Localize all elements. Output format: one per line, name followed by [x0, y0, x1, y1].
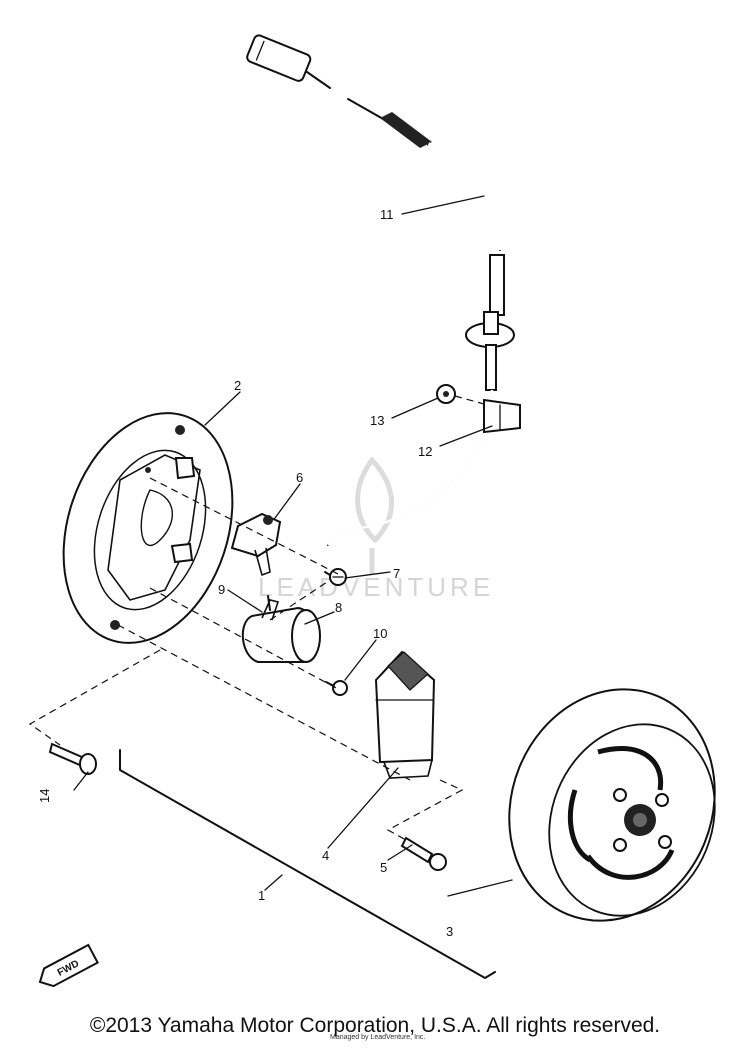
- fwd-arrow-icon: FWD: [38, 943, 100, 988]
- callout-12: 12: [418, 444, 432, 459]
- leader-lines: [73, 195, 513, 897]
- callout-7: 7: [393, 566, 400, 581]
- callout-3: 3: [446, 924, 453, 939]
- part-2-stator-plate: [62, 412, 234, 644]
- callout-1: 1: [258, 888, 265, 903]
- callout-4: 4: [322, 848, 329, 863]
- part-12-clamp: [483, 398, 521, 434]
- callout-2: 2: [234, 378, 241, 393]
- watermark: LEADVENTURE: [258, 456, 494, 602]
- watermark-text: LEADVENTURE: [258, 572, 494, 602]
- part-8-condenser: [241, 599, 321, 663]
- callout-10: 10: [373, 626, 387, 641]
- part-9-lead: [267, 595, 271, 611]
- callout-9: 9: [218, 582, 225, 597]
- callout-14: 14: [37, 789, 52, 803]
- callouts: 11 2 13 12 6 7 9 8 10 14 4 5 1 3: [37, 207, 453, 939]
- callout-11: 11: [380, 207, 394, 222]
- callout-8: 8: [335, 600, 342, 615]
- callout-5: 5: [380, 860, 387, 875]
- part-4-ignition-unit: [374, 650, 436, 779]
- part-5-bolt: [400, 836, 447, 871]
- watermark-flame-icon: [355, 456, 394, 575]
- small-credit-text: Managed by LeadVenture, Inc.: [330, 1034, 426, 1041]
- assembly-bracket: [119, 749, 496, 979]
- part-3-flywheel: [508, 688, 716, 922]
- part-14-screw: [48, 742, 97, 775]
- copyright-text: ©2013 Yamaha Motor Corporation, U.S.A. A…: [89, 1014, 661, 1037]
- callout-13: 13: [370, 413, 384, 428]
- part-11-cable: [246, 34, 515, 546]
- part-6-contact-breaker: [230, 512, 282, 577]
- alignment-lines: [28, 477, 464, 841]
- part-10-screw: [325, 680, 348, 696]
- part-7-screw: [324, 568, 347, 586]
- callout-6: 6: [296, 470, 303, 485]
- part-13-nut: [436, 384, 485, 405]
